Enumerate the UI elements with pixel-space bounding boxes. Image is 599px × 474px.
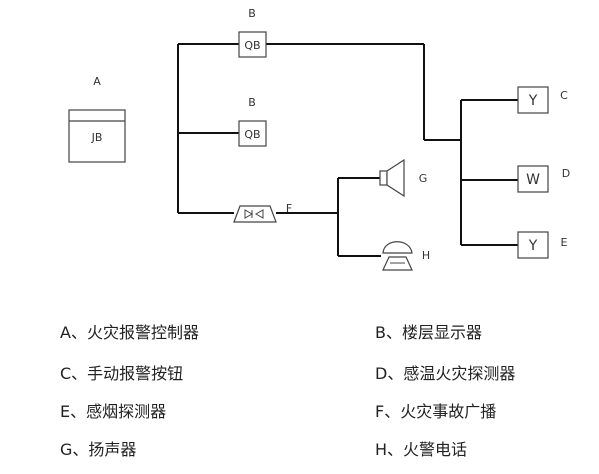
legend-g: G、扬声器 — [60, 440, 136, 459]
broadcast-amplifier-icon — [233, 205, 277, 223]
label-d: D — [562, 167, 570, 180]
detector-c-text: Y — [528, 93, 538, 109]
legend-e: E、感烟探测器 — [60, 402, 166, 421]
label-a: A — [93, 75, 101, 88]
floor-display-top-text: QB — [244, 39, 260, 52]
label-c: C — [560, 89, 568, 102]
legend-h: H、火警电话 — [375, 440, 467, 459]
legend-f: F、火灾事故广播 — [375, 402, 496, 421]
label-e: E — [561, 236, 568, 249]
detector-e: Y — [517, 231, 549, 259]
label-b-mid: B — [248, 96, 256, 109]
detector-c: Y — [517, 86, 549, 114]
label-b-top: B — [248, 7, 256, 20]
detector-e-text: Y — [528, 238, 538, 254]
speaker-icon — [379, 158, 405, 198]
floor-display-top: QB — [238, 31, 267, 58]
legend-b: B、楼层显示器 — [375, 323, 482, 342]
label-f: F — [286, 202, 292, 215]
controller-jb: JB — [68, 109, 126, 163]
legend-c: C、手动报警按钮 — [60, 364, 183, 383]
telephone-icon — [382, 241, 413, 271]
floor-display-mid: QB — [238, 120, 267, 147]
bus-wires — [177, 43, 518, 257]
legend-d: D、感温火灾探测器 — [375, 364, 515, 383]
label-h: H — [422, 249, 430, 262]
detector-d: W — [517, 165, 549, 193]
floor-display-mid-text: QB — [244, 128, 260, 141]
controller-jb-text: JB — [91, 131, 103, 144]
detector-d-text: W — [526, 172, 540, 188]
legend: A、火灾报警控制器 B、楼层显示器 C、手动报警按钮 D、感温火灾探测器 E、感… — [60, 323, 515, 459]
legend-a: A、火灾报警控制器 — [60, 323, 199, 342]
label-g: G — [419, 172, 428, 185]
